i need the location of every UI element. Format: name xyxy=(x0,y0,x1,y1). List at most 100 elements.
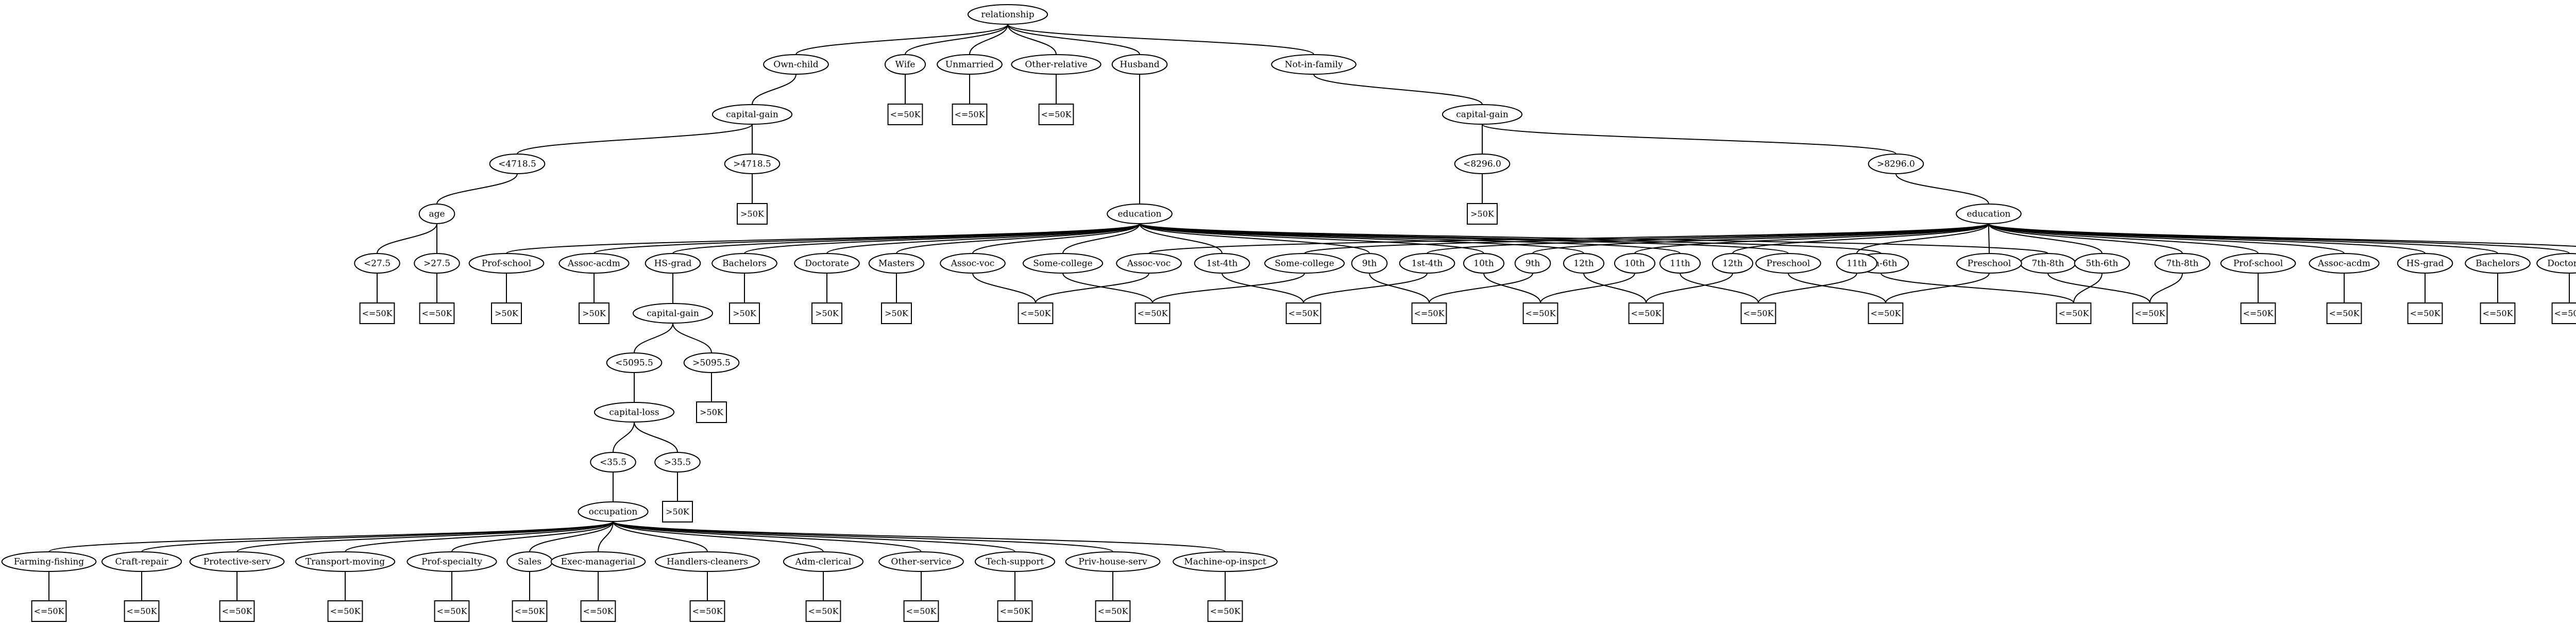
tree-edge xyxy=(1532,223,1989,254)
node-label: Prof-school xyxy=(482,259,531,269)
node-label: <=50K xyxy=(33,606,64,616)
leaf-box xyxy=(419,302,455,324)
leaf-box xyxy=(2326,302,2362,324)
node-ellipse xyxy=(1454,154,1511,174)
node-label: capital-gain xyxy=(647,309,699,319)
leaf-box xyxy=(327,600,363,622)
tree-edge xyxy=(2073,273,2103,303)
leaf-node: <=50K xyxy=(805,600,841,622)
branch-value-node: HS-grad xyxy=(645,253,701,274)
node-label: >50K xyxy=(885,309,909,318)
branch-value-node: Own-child xyxy=(763,54,829,75)
node-ellipse xyxy=(1022,253,1104,274)
node-ellipse xyxy=(1755,253,1821,274)
node-ellipse xyxy=(354,253,400,274)
branch-value-node: Other-service xyxy=(878,551,964,572)
leaf-node: <=50K xyxy=(580,600,616,622)
node-ellipse xyxy=(594,402,675,423)
node-label: Preschool xyxy=(1968,259,2011,269)
leaf-box xyxy=(2551,302,2576,324)
tree-edge xyxy=(613,521,922,552)
tree-edge xyxy=(744,223,1140,254)
branch-value-node: Prof-school xyxy=(468,253,545,274)
tree-edge xyxy=(345,521,614,552)
tree-edge xyxy=(613,521,708,552)
node-ellipse xyxy=(468,253,545,274)
leaf-node: <=50K xyxy=(1134,302,1171,324)
node-ellipse xyxy=(974,551,1056,572)
node-label: <=50K xyxy=(2410,309,2441,318)
leaf-node: <=50K xyxy=(124,600,160,622)
branch-value-node: HS-grad xyxy=(2397,253,2453,274)
branch-value-node: Wife xyxy=(884,54,926,75)
node-label: <=50K xyxy=(692,606,723,616)
branch-value-node: Craft-repair xyxy=(101,551,182,572)
leaf-box xyxy=(434,600,470,622)
tree-edge xyxy=(613,521,1226,552)
node-label: >8296.0 xyxy=(1877,159,1915,170)
node-label: <5095.5 xyxy=(615,358,653,368)
tree-edge xyxy=(1369,273,1430,303)
branch-value-node: Doctorate xyxy=(2536,253,2576,274)
node-label: education xyxy=(1118,209,1162,220)
leaf-box xyxy=(997,600,1033,622)
branch-value-node: Priv-house-serv xyxy=(1065,551,1161,572)
tree-edge xyxy=(1988,223,2183,254)
leaf-box xyxy=(491,302,522,324)
leaf-box xyxy=(1628,302,1664,324)
node-ellipse xyxy=(489,154,546,174)
tree-edge xyxy=(795,24,1008,55)
node-ellipse xyxy=(1442,104,1523,125)
node-label: capital-gain xyxy=(726,110,778,120)
branch-value-node: Some-college xyxy=(1022,253,1104,274)
branch-value-node: Bachelors xyxy=(2465,253,2531,274)
node-label: <=50K xyxy=(999,606,1030,616)
branch-value-node: Assoc-acdm xyxy=(2309,253,2380,274)
node-label: <=50K xyxy=(1288,309,1319,318)
branch-value-node: >8296.0 xyxy=(1868,154,1924,174)
node-label: >50K xyxy=(582,309,606,318)
node-label: 9th xyxy=(1526,259,1540,269)
node-ellipse xyxy=(654,452,701,473)
node-label: 11th xyxy=(1670,259,1690,269)
tree-edge xyxy=(1222,273,1304,303)
branch-value-node: >35.5 xyxy=(654,452,701,473)
branch-value-node: Husband xyxy=(1111,54,1168,75)
node-ellipse xyxy=(1868,154,1924,174)
tree-edge xyxy=(1139,223,1484,254)
leaf-box xyxy=(580,600,616,622)
node-label: >50K xyxy=(740,209,765,219)
node-ellipse xyxy=(655,551,760,572)
node-ellipse xyxy=(1956,204,2022,224)
tree-edge xyxy=(1429,273,1533,303)
leaf-node: <=50K xyxy=(903,600,939,622)
tree-edge xyxy=(972,223,1140,254)
leaf-box xyxy=(689,600,725,622)
node-label: <=50K xyxy=(1210,606,1241,616)
tree-edge xyxy=(672,323,712,353)
attribute-node: capital-loss xyxy=(594,402,675,423)
node-label: >50K xyxy=(495,309,519,318)
leaf-box xyxy=(729,302,760,324)
tree-edge xyxy=(752,74,796,105)
tree-edge xyxy=(1758,273,1857,303)
branch-value-node: >27.5 xyxy=(414,253,460,274)
tree-edge xyxy=(506,223,1140,254)
tree-edge xyxy=(1634,223,1989,254)
tree-edge xyxy=(598,521,614,552)
node-label: <=50K xyxy=(808,606,839,616)
node-label: <=50K xyxy=(2554,309,2576,318)
node-ellipse xyxy=(1,551,97,572)
node-label: <=50K xyxy=(222,606,252,616)
tree-edge xyxy=(1732,223,1989,254)
node-ellipse xyxy=(606,352,663,373)
tree-edge xyxy=(634,421,678,453)
tree-edge xyxy=(826,223,1140,254)
leaf-node: <=50K xyxy=(1095,600,1131,622)
node-label: Not-in-family xyxy=(1285,60,1343,70)
leaf-box xyxy=(952,104,988,125)
tree-edge xyxy=(896,223,1140,254)
node-label: <=50K xyxy=(890,110,921,120)
tree-edge xyxy=(1035,273,1149,303)
tree-edge xyxy=(1988,223,2498,254)
